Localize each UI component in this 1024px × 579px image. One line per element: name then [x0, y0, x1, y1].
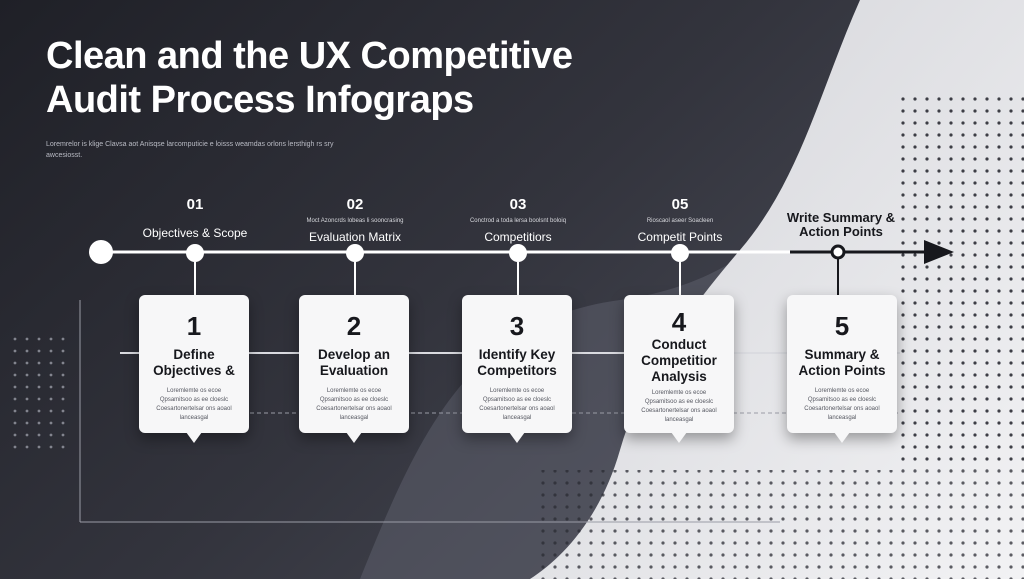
card-text-line: Coesartonertelsar ons aoaol [641, 408, 717, 414]
timeline-step-number: 01 [186, 196, 204, 213]
timeline-node-3 [509, 244, 527, 262]
card-text-line: Loremlemte os ecoe [166, 388, 222, 394]
card-title-line: Analysis [651, 369, 707, 384]
card-title-line: Competitior [641, 353, 717, 368]
title-line: Audit Process Infograps [46, 79, 474, 121]
timeline-node-1 [186, 244, 204, 262]
subtitle-line: awcesiosst. [46, 152, 83, 159]
timeline-node-2 [346, 244, 364, 262]
card-text-line: Loremlemte os ecoe [326, 388, 382, 394]
card-text-line: Coesartonertelsar ons aoaol [804, 406, 880, 412]
timeline-step-caption: Competit Points [637, 230, 723, 244]
timeline-node-4 [671, 244, 689, 262]
card-number: 3 [509, 311, 525, 341]
page-title: Clean and the UX Competitive Audit Proce… [46, 34, 686, 122]
card-title-line: Action Points [798, 363, 886, 378]
card-text-line: Qpsamitsoo as ee cloeslc [159, 397, 229, 403]
card-text-line: Qpsamitsoo as ee cloeslc [807, 397, 877, 403]
timeline-node-5 [830, 244, 846, 260]
subtitle-line: Loremrelor is klige Clavsa aot Anisqse l… [46, 141, 334, 148]
card-number: 4 [671, 307, 687, 337]
dot-pattern-bottom [540, 470, 1024, 579]
card-number: 2 [346, 311, 362, 341]
timeline-step-caption: Write Summary & Action Points [766, 211, 916, 239]
card-title-line: Objectives & [153, 363, 235, 378]
card-title-line: Identify Key [478, 347, 556, 362]
timeline-step-caption: Objectives & Scope [142, 226, 248, 240]
subtitle: Loremrelor is klige Clavsa aot Anisqse l… [46, 139, 366, 161]
timeline-arrowhead [924, 240, 954, 264]
card-number: 1 [186, 311, 202, 341]
timeline-step-number: 03 [509, 196, 527, 213]
card-text-line: Coesartonertelsar ons aoaol [316, 406, 392, 412]
timeline-step-note: Moct Azoncrds lobeas li sooncrasing [306, 218, 404, 224]
card-text-line: lanceasgal [664, 417, 694, 423]
dot-pattern-right [900, 90, 1024, 470]
timeline-step-number: 05 [671, 196, 689, 213]
card-text-line: lanceasgal [827, 415, 857, 421]
card-title-line: Competitors [477, 363, 557, 378]
card-text-line: Qpsamitsoo as ee cloeslc [319, 397, 389, 403]
card-text-line: Loremlemte os ecoe [489, 388, 545, 394]
dot-pattern-left [12, 330, 72, 450]
card-number: 5 [834, 311, 850, 341]
card-text-line: lanceasgal [339, 415, 369, 421]
card-title-line: Conduct [651, 337, 707, 352]
card-title-line: Develop an [317, 347, 391, 362]
title-line: Clean and the UX Competitive [46, 35, 573, 77]
card-text-line: Qpsamitsoo as ee cloeslc [482, 397, 552, 403]
timeline-step-note: Conctrod a toda lersa boolsnt boloiq [469, 218, 567, 224]
timeline-start-node [89, 240, 113, 264]
card-text-line: lanceasgal [179, 415, 209, 421]
timeline-step-caption: Evaluation Matrix [308, 230, 402, 244]
card-title-line: Evaluation [319, 363, 389, 378]
card-text-line: lanceasgal [502, 415, 532, 421]
card-title: Summary &Action Points [787, 347, 897, 379]
card-text-line: Coesartonertelsar ons aoaol [156, 406, 232, 412]
timeline-step-number: 02 [346, 196, 364, 213]
card-text-line: Loremlemte os ecoe [651, 390, 707, 396]
card-title-line: Define [173, 347, 215, 362]
caption-line: Action Points [799, 224, 883, 239]
timeline-step-caption: Competitiors [484, 230, 552, 244]
card-text-line: Loremlemte os ecoe [814, 388, 870, 394]
step-card-5: 5 Summary &Action Points Loremlemte os e… [787, 295, 897, 443]
card-text-line: Qpsamitsoo as ee cloeslc [644, 399, 714, 405]
card-text-line: Coesartonertelsar ons aoaol [479, 406, 555, 412]
timeline-step-note: Rioscaol aseer Soacleen [646, 218, 714, 224]
card-title-line: Summary & [804, 347, 880, 362]
caption-line: Write Summary & [786, 210, 896, 225]
